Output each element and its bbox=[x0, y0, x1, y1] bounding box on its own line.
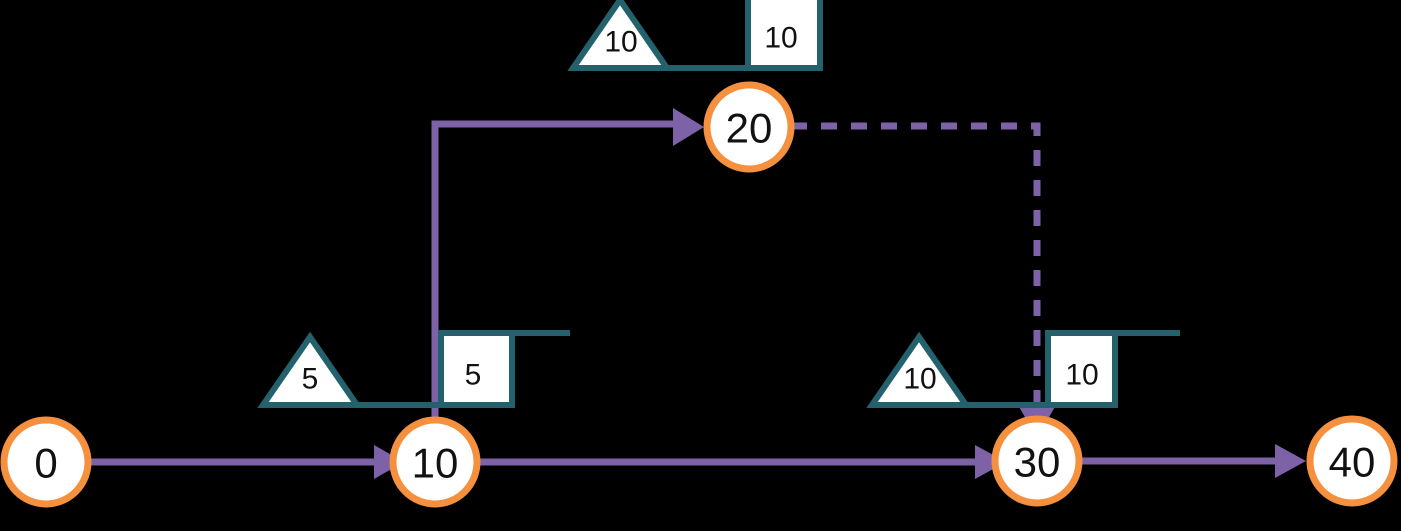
annotation-node-30: 10 10 bbox=[866, 330, 1180, 408]
edge-30-to-40 bbox=[1079, 444, 1306, 478]
node-0[interactable]: 0 bbox=[0, 416, 92, 508]
annotation-node-10-triangle-label: 5 bbox=[302, 363, 319, 396]
annotation-node-20-triangle-label: 10 bbox=[604, 26, 637, 59]
node-30[interactable]: 30 bbox=[991, 415, 1083, 507]
node-40-circle[interactable] bbox=[1306, 415, 1398, 507]
annotation-node-10-square-label: 5 bbox=[465, 359, 482, 392]
annotation-node-30-square-label: 10 bbox=[1065, 359, 1098, 392]
edge-20-to-30-line bbox=[791, 122, 1041, 412]
edge-0-to-10 bbox=[88, 445, 404, 479]
node-30-label: 30 bbox=[1014, 439, 1061, 486]
node-40[interactable]: 40 bbox=[1306, 415, 1398, 507]
annotation-node-10-square bbox=[438, 330, 515, 408]
edge-0-to-10-arrowhead bbox=[374, 445, 404, 479]
annotation-node-10-triangle bbox=[257, 331, 363, 408]
annotation-node-20: 10 10 bbox=[567, 0, 823, 71]
annotation-node-10: 5 5 bbox=[257, 330, 570, 408]
edge-10-to-30 bbox=[477, 445, 1006, 479]
node-10-circle[interactable] bbox=[389, 416, 481, 508]
edge-10-to-30-arrowhead bbox=[975, 445, 1006, 479]
edge-10-to-20-line bbox=[431, 120, 673, 420]
node-20[interactable]: 20 bbox=[703, 81, 795, 173]
edge-10-to-20-arrowhead bbox=[673, 108, 704, 146]
edge-30-to-40-arrowhead bbox=[1275, 444, 1306, 478]
annotation-node-30-triangle bbox=[866, 331, 972, 408]
node-30-circle[interactable] bbox=[991, 415, 1083, 507]
annotation-node-30-square bbox=[1045, 330, 1118, 408]
node-0-label: 0 bbox=[34, 440, 57, 487]
node-40-label: 40 bbox=[1329, 439, 1376, 486]
node-0-circle[interactable] bbox=[0, 416, 92, 508]
edge-10-to-20 bbox=[431, 108, 704, 420]
annotation-node-20-square-label: 10 bbox=[764, 22, 797, 55]
node-10[interactable]: 10 bbox=[389, 416, 481, 508]
annotation-node-20-square bbox=[745, 0, 823, 71]
node-20-circle[interactable] bbox=[703, 81, 795, 173]
node-10-label: 10 bbox=[412, 440, 459, 487]
node-20-label: 20 bbox=[726, 105, 773, 152]
annotation-node-20-triangle bbox=[567, 0, 673, 71]
annotation-node-30-triangle-label: 10 bbox=[903, 363, 936, 396]
